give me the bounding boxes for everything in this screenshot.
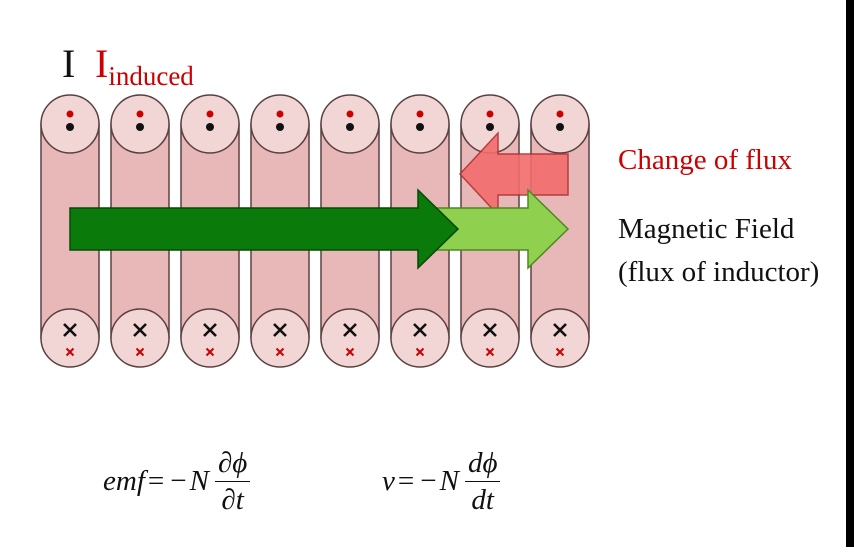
emf-equals: = bbox=[147, 465, 165, 497]
induced-cross-icon bbox=[205, 347, 215, 357]
induced-cross-icon bbox=[135, 347, 145, 357]
current-dot-icon bbox=[276, 123, 284, 131]
change-of-flux-label: Change of flux bbox=[618, 144, 792, 176]
induced-cross-icon bbox=[485, 347, 495, 357]
coil-turn-bottom bbox=[180, 308, 240, 368]
current-cross-icon bbox=[133, 323, 147, 337]
current-cross-icon bbox=[343, 323, 357, 337]
induced-cross-icon bbox=[275, 347, 285, 357]
voltage-numerator: dϕ bbox=[464, 448, 501, 482]
voltage-fraction: dϕ dt bbox=[464, 448, 501, 516]
induced-current-dot-icon bbox=[276, 110, 284, 118]
induced-current-label: Iinduced bbox=[95, 44, 194, 96]
emf-fraction: ∂ϕ ∂t bbox=[214, 448, 251, 516]
current-cross-icon bbox=[273, 323, 287, 337]
voltage-denominator: dt bbox=[471, 484, 494, 516]
current-dot-icon bbox=[416, 123, 424, 131]
current-dot-icon bbox=[206, 123, 214, 131]
induced-cross-icon bbox=[415, 347, 425, 357]
window-edge bbox=[846, 0, 854, 547]
current-dot-icon bbox=[556, 123, 564, 131]
current-cross-icon bbox=[553, 323, 567, 337]
voltage-minus: − bbox=[420, 465, 437, 497]
voltage-coefficient: N bbox=[439, 465, 459, 497]
induced-cross-icon bbox=[65, 347, 75, 357]
coil-turn-bottom bbox=[460, 308, 520, 368]
coil-turn-bottom bbox=[530, 308, 590, 368]
induced-current-dot-icon bbox=[66, 110, 74, 118]
current-cross-icon bbox=[413, 323, 427, 337]
emf-lhs: emf bbox=[103, 465, 145, 497]
current-cross-icon bbox=[483, 323, 497, 337]
coil-turn-bottom bbox=[390, 308, 450, 368]
flux-of-inductor-label: (flux of inductor) bbox=[618, 256, 820, 288]
coil-turn-bottom bbox=[320, 308, 380, 368]
change-of-flux-arrow bbox=[458, 131, 569, 217]
emf-equation: emf = − N ∂ϕ ∂t bbox=[103, 448, 251, 516]
emf-denominator: ∂t bbox=[221, 484, 244, 516]
magnetic-field-label: Magnetic Field bbox=[618, 213, 795, 245]
emf-coefficient: N bbox=[189, 465, 209, 497]
current-cross-icon bbox=[63, 323, 77, 337]
induced-cross-icon bbox=[345, 347, 355, 357]
current-dot-icon bbox=[486, 123, 494, 131]
current-dot-icon bbox=[346, 123, 354, 131]
induced-current-dot-icon bbox=[346, 110, 354, 118]
coil-turn-bottom bbox=[110, 308, 170, 368]
current-label: I bbox=[62, 41, 76, 86]
voltage-lhs: v bbox=[382, 465, 395, 497]
current-dot-icon bbox=[136, 123, 144, 131]
induced-current-dot-icon bbox=[206, 110, 214, 118]
induced-current-dot-icon bbox=[486, 110, 494, 118]
induced-current-main: I bbox=[95, 41, 109, 86]
induced-current-dot-icon bbox=[136, 110, 144, 118]
magnetic-field-arrow bbox=[69, 188, 460, 270]
emf-minus: − bbox=[170, 465, 187, 497]
induced-cross-icon bbox=[555, 347, 565, 357]
induced-current-dot-icon bbox=[556, 110, 564, 118]
coil-turn-bottom bbox=[40, 308, 100, 368]
emf-numerator: ∂ϕ bbox=[214, 448, 251, 482]
induced-current-dot-icon bbox=[416, 110, 424, 118]
current-cross-icon bbox=[203, 323, 217, 337]
voltage-equals: = bbox=[397, 465, 415, 497]
induced-current-subscript: induced bbox=[108, 61, 194, 91]
voltage-equation: v = − N dϕ dt bbox=[382, 448, 501, 516]
current-dot-icon bbox=[66, 123, 74, 131]
coil-turn-bottom bbox=[250, 308, 310, 368]
